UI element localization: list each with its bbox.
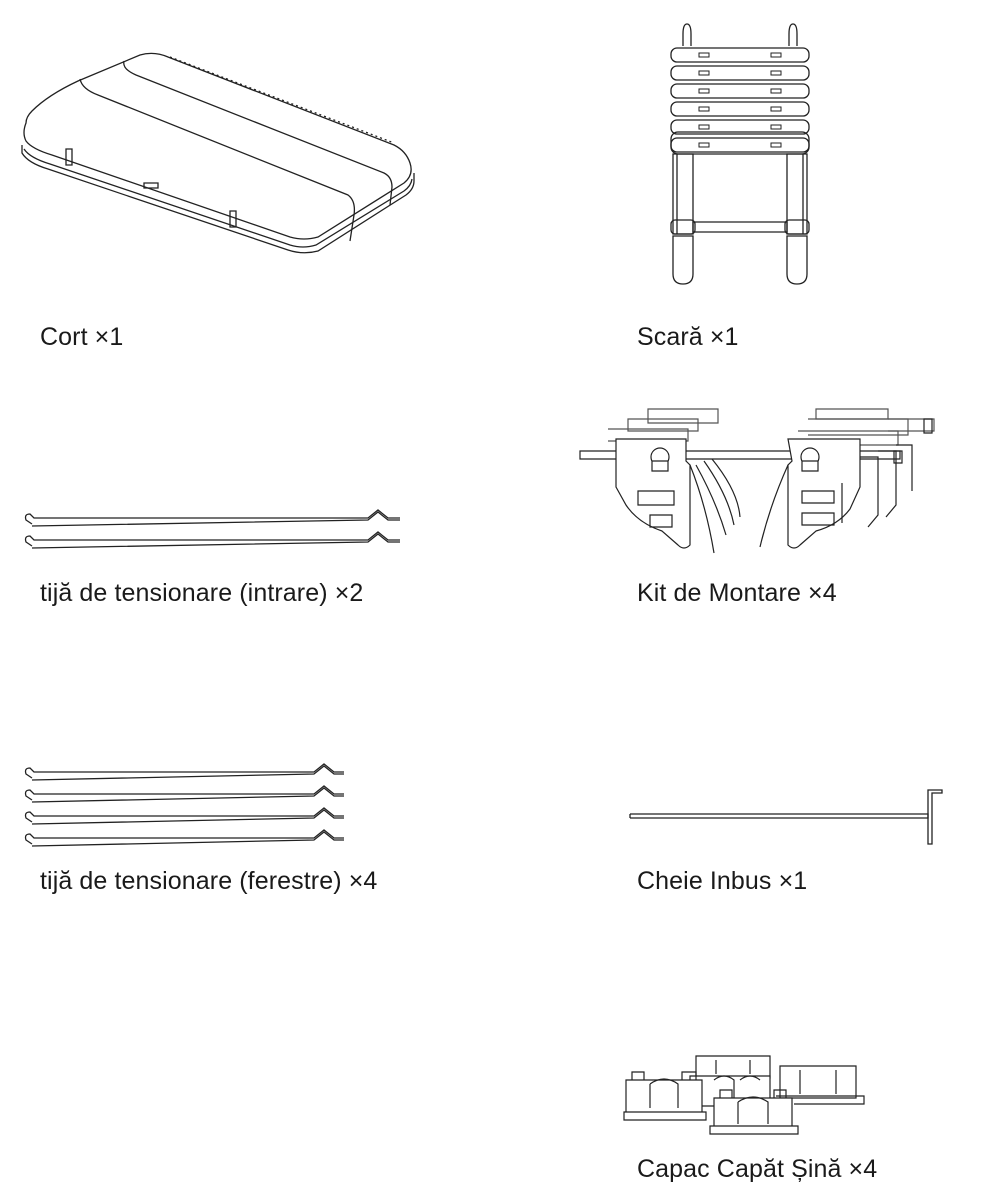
part-label: Capac Capăt Șină ×4 <box>637 1155 878 1183</box>
tension-rod-icon <box>22 506 402 551</box>
part-label: Scară ×1 <box>637 323 739 351</box>
part-label: tijă de tensionare (ferestre) ×4 <box>40 867 378 895</box>
part-label: tijă de tensionare (intrare) ×2 <box>40 579 364 607</box>
allen-key-icon <box>628 784 948 848</box>
part-label: Cheie Inbus ×1 <box>637 867 808 895</box>
ladder-icon <box>665 20 815 290</box>
mounting-bracket-icon <box>578 405 938 555</box>
tension-rod-icon <box>22 760 352 855</box>
tent-icon <box>18 45 418 260</box>
rail-end-cap-icon <box>620 1052 865 1137</box>
part-label: Cort ×1 <box>40 323 124 351</box>
part-label: Kit de Montare ×4 <box>637 579 837 607</box>
